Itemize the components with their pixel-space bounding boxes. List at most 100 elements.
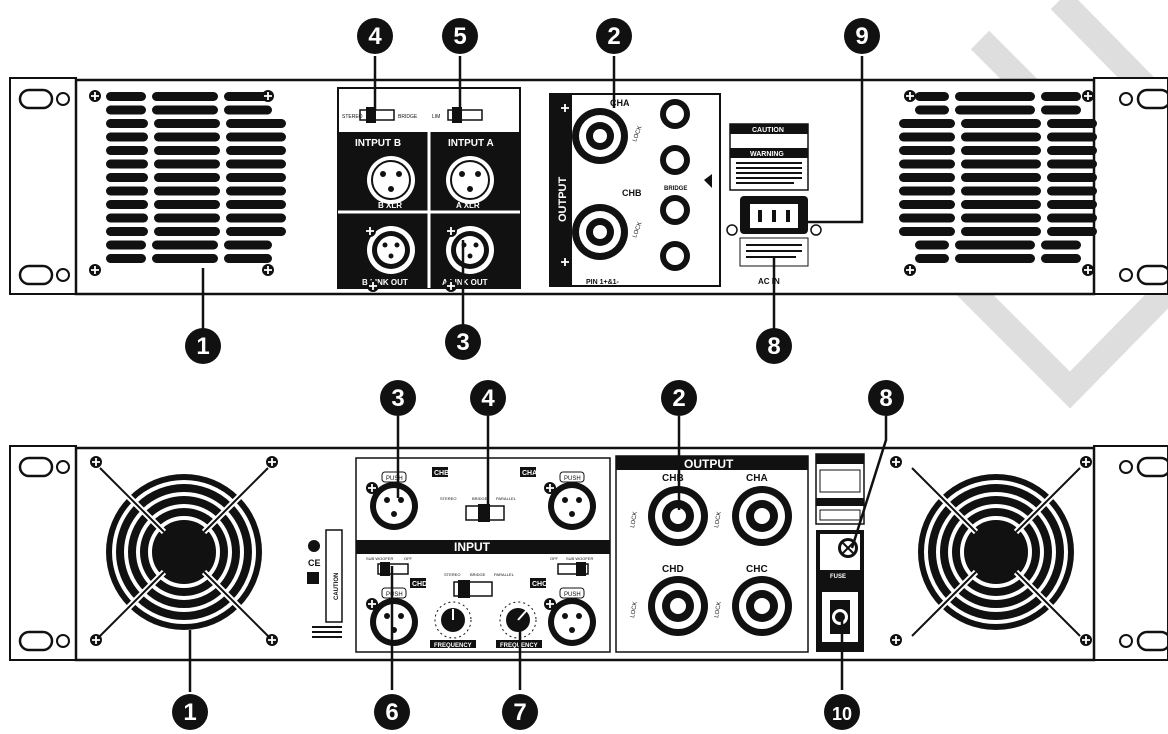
speakon-output-chd[interactable] — [648, 576, 708, 636]
svg-text:PUSH: PUSH — [564, 592, 581, 598]
callout-number: 2 — [672, 385, 685, 412]
vent-slot — [226, 186, 286, 196]
vent-slot — [899, 227, 955, 236]
callout-number: 3 — [456, 329, 469, 356]
vent-slot — [1047, 213, 1097, 223]
sub-woofer-switch-chc[interactable] — [557, 562, 589, 576]
speakon-output-cha[interactable] — [572, 108, 628, 164]
vent-slot — [1047, 200, 1097, 209]
vent-slot — [1041, 240, 1081, 250]
input-a-label: INTPUT A — [448, 138, 494, 149]
vent-slot — [1041, 92, 1081, 101]
cooling-fan-left — [97, 465, 271, 639]
svg-text:BRIDGE: BRIDGE — [664, 186, 687, 192]
svg-text:CHC: CHC — [746, 564, 768, 575]
vent-slot — [154, 146, 220, 155]
input-b-label: INTPUT B — [355, 138, 401, 149]
speakon-output-chb[interactable] — [572, 204, 628, 260]
vent-slot — [1047, 173, 1097, 182]
svg-text:B XLR: B XLR — [378, 201, 402, 210]
binding-post-cha-bottom[interactable] — [660, 145, 690, 175]
a-xlr-input-connector[interactable] — [446, 156, 494, 204]
callout-badge-4: 4 — [357, 18, 393, 54]
speakon-output-cha[interactable] — [732, 486, 792, 546]
binding-post-cha-top[interactable] — [660, 99, 690, 129]
svg-text:CAUTION: CAUTION — [752, 127, 784, 134]
rack-slot — [18, 264, 54, 286]
speakon-output-chb[interactable] — [648, 486, 708, 546]
xlr-input-cha[interactable]: PUSH — [548, 471, 596, 530]
vent-slot — [154, 132, 220, 142]
svg-text:OUTPUT: OUTPUT — [557, 177, 569, 223]
vent-slot — [106, 254, 146, 263]
callout-badge-3: 3 — [445, 324, 481, 360]
speakon-output-chc[interactable] — [732, 576, 792, 636]
svg-text:WARNING: WARNING — [750, 151, 784, 158]
binding-post-chb-bottom[interactable] — [660, 241, 690, 271]
vent-slot — [226, 132, 286, 142]
vent-slot — [955, 240, 1035, 250]
frequency-knob-chc[interactable] — [499, 601, 537, 639]
svg-text:LOCK: LOCK — [630, 601, 639, 618]
vent-slot — [154, 227, 220, 236]
output-section-top: OUTPUT CHA CHB LOCK LOCK BRIDGE PIN 1+&1… — [549, 93, 721, 287]
vent-slot — [106, 173, 148, 182]
xlr-input-chc[interactable]: PUSH — [548, 587, 596, 646]
vent-slot — [899, 119, 955, 128]
svg-text:OFF: OFF — [550, 556, 559, 561]
vent-slot — [226, 159, 286, 169]
vent-slot — [1047, 227, 1097, 236]
svg-text:SUB WOOFER: SUB WOOFER — [366, 556, 393, 561]
svg-text:CE: CE — [308, 558, 321, 568]
vent-slot — [224, 105, 272, 115]
frequency-knob-chd[interactable] — [434, 601, 472, 639]
caution-label-bottom — [325, 529, 343, 623]
vent-slot — [915, 240, 949, 250]
svg-text:CHB: CHB — [662, 473, 684, 484]
limiter-switch[interactable] — [447, 109, 483, 121]
svg-text:CHD: CHD — [412, 581, 427, 588]
svg-text:LOCK: LOCK — [630, 511, 639, 528]
callout-number: 3 — [391, 385, 404, 412]
vent-slot — [1047, 146, 1097, 155]
stereo-bridge-switch[interactable] — [359, 109, 395, 121]
callout-number: 2 — [607, 23, 620, 50]
vent-slot — [226, 227, 286, 236]
bridge-symbol — [704, 174, 712, 188]
svg-text:OUTPUT: OUTPUT — [684, 457, 734, 471]
callout-badge-1: 1 — [172, 694, 208, 730]
mode-switch-cd[interactable] — [453, 580, 493, 598]
vent-slot — [899, 200, 955, 209]
vent-slot — [226, 146, 286, 155]
svg-text:SUB WOOFER: SUB WOOFER — [566, 556, 593, 561]
screws-bottom — [90, 456, 1092, 646]
callout-badge-4: 4 — [470, 380, 506, 416]
xlr-input-chb[interactable]: PUSH — [370, 471, 418, 530]
fuse-holder[interactable] — [822, 592, 858, 642]
svg-text:BRIDGE: BRIDGE — [472, 496, 488, 501]
callout-number: 4 — [481, 385, 495, 412]
rack-ear-right — [1093, 77, 1168, 295]
vent-slot — [1047, 159, 1097, 169]
svg-text:PUSH: PUSH — [386, 592, 403, 598]
cooling-fan-right — [909, 465, 1083, 639]
vent-slot — [106, 132, 148, 142]
power-section-bottom: FUSE — [815, 453, 865, 652]
callout-number: 6 — [385, 699, 398, 726]
binding-post-chb-top[interactable] — [660, 195, 690, 225]
svg-text:CHA: CHA — [610, 98, 630, 108]
vent-slot — [106, 240, 146, 250]
svg-text:A LINK OUT: A LINK OUT — [442, 278, 488, 287]
callout-number: 7 — [513, 699, 526, 726]
b-xlr-input-connector[interactable] — [367, 156, 415, 204]
mode-switch-ab[interactable] — [465, 504, 505, 522]
ac-inlet-iec[interactable] — [740, 196, 808, 234]
b-link-out-connector[interactable] — [367, 226, 415, 274]
xlr-input-chd[interactable]: PUSH — [370, 587, 418, 646]
callout-number: 10 — [832, 704, 852, 724]
callout-leaders-bottom — [188, 416, 888, 692]
vent-slot — [106, 186, 148, 196]
ventilation-slots-right — [899, 92, 1097, 263]
rack-ear-right — [1093, 445, 1168, 661]
